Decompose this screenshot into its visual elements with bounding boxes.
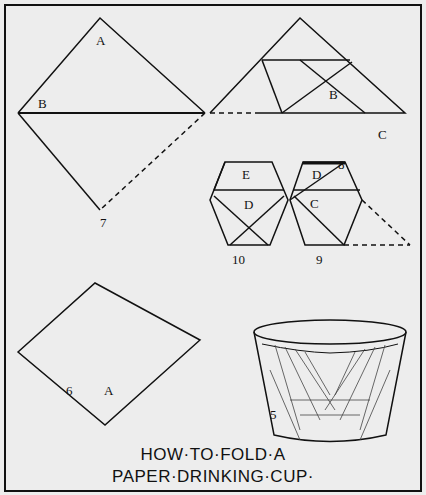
point-letter: B — [329, 88, 338, 102]
figure-number: 6 — [66, 384, 73, 398]
figure-number: 5 — [270, 408, 277, 422]
point-letter: E — [242, 168, 250, 182]
figure-number: 9 — [316, 253, 323, 267]
point-letter: D — [312, 168, 321, 182]
point-letter: A — [104, 384, 113, 398]
point-letter: D — [244, 198, 253, 212]
point-letter: C — [378, 128, 387, 142]
figure-number: 7 — [100, 216, 107, 230]
point-letter: B — [38, 97, 47, 111]
caption: HOW·TO·FOLD·A PAPER·DRINKING·CUP· — [98, 444, 328, 488]
figure-number: 8 — [338, 158, 345, 172]
point-letter: A — [96, 34, 105, 48]
point-letter: C — [310, 197, 319, 211]
figure-number: 10 — [232, 253, 245, 267]
